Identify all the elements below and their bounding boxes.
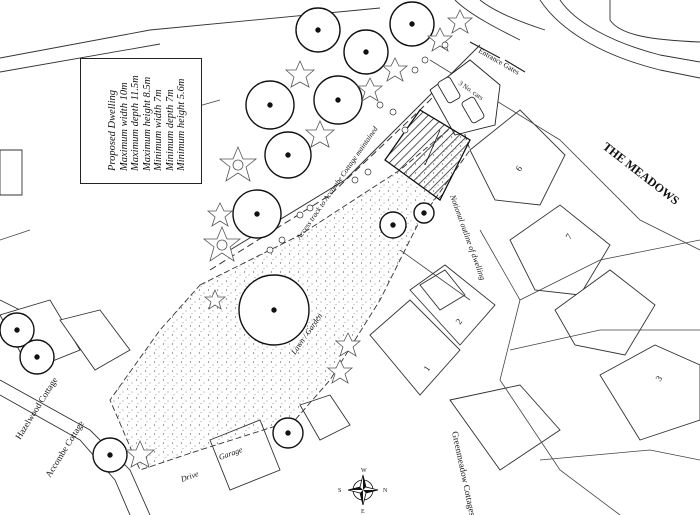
notional-label: Notional outline of dwelling bbox=[448, 193, 488, 282]
shrub-icon bbox=[206, 202, 234, 227]
legend-line: Maximum depth 11.5m bbox=[130, 75, 141, 171]
tree-icon bbox=[343, 29, 389, 75]
neighbouring-buildings bbox=[0, 109, 700, 491]
compass-s: S bbox=[338, 488, 341, 494]
compass-w: W bbox=[361, 468, 367, 474]
compass-n: N bbox=[383, 488, 388, 494]
tree-icon bbox=[0, 312, 35, 348]
greenmeadow-label: Greenmeadow Cottages bbox=[450, 430, 478, 515]
street-label: THE MEADOWS bbox=[600, 139, 682, 207]
legend-line: Minimum width 7m bbox=[153, 89, 164, 171]
trees bbox=[0, 1, 435, 473]
hazelwood-label: Hazelwood Cottage bbox=[13, 375, 59, 441]
car-park bbox=[429, 59, 501, 136]
shrub-icon bbox=[446, 9, 474, 34]
legend-text: Proposed Dwelling Maximum width 10m Maxi… bbox=[107, 59, 227, 171]
tree-icon bbox=[232, 189, 282, 239]
shrub-icon bbox=[304, 120, 336, 148]
plot-number: 7 bbox=[563, 231, 574, 241]
legend-line: Maximum height 8.5m bbox=[141, 76, 153, 171]
compass-icon: N S E W bbox=[338, 468, 388, 515]
shrub-icon bbox=[203, 288, 227, 310]
legend-line: Minimum depth 7m bbox=[164, 89, 176, 171]
legend-line: Maximum width 10m bbox=[118, 82, 130, 171]
tree-icon bbox=[389, 1, 435, 47]
tree-icon bbox=[295, 7, 341, 53]
shrub-icon bbox=[124, 440, 156, 468]
legend-line: Minimum height 5.6m bbox=[176, 78, 187, 171]
shrub-icon bbox=[381, 57, 409, 82]
shrub-icon bbox=[218, 145, 258, 182]
tree-icon bbox=[379, 211, 407, 239]
plot-number: 6 bbox=[513, 163, 524, 173]
plot-number: 1 bbox=[421, 364, 432, 373]
tree-icon bbox=[92, 437, 128, 473]
tree-icon bbox=[19, 339, 55, 375]
compass-e: E bbox=[361, 509, 365, 515]
tree-icon bbox=[264, 131, 312, 179]
shrubs bbox=[124, 9, 474, 468]
plot-number: 2 bbox=[453, 317, 464, 326]
shrub-icon bbox=[326, 359, 354, 384]
shrub-icon bbox=[334, 332, 362, 357]
tree-icon bbox=[313, 75, 363, 125]
legend-title: Proposed Dwelling bbox=[107, 90, 118, 171]
accombe-label: Accombe Cottage bbox=[43, 419, 86, 479]
legend-box: Proposed Dwelling Maximum width 10m Maxi… bbox=[80, 58, 202, 184]
shrub-icon bbox=[356, 77, 384, 102]
shrub-icon bbox=[284, 60, 316, 88]
tree-icon bbox=[272, 417, 304, 449]
shrub-icon bbox=[202, 225, 242, 262]
drive-label: Drive bbox=[179, 469, 201, 484]
tree-icon bbox=[413, 202, 435, 224]
tree-icon bbox=[245, 80, 295, 130]
bollards bbox=[266, 41, 449, 254]
plot-number: 3 bbox=[653, 373, 664, 383]
entrance-gates bbox=[469, 41, 526, 73]
tree-icon bbox=[238, 274, 310, 346]
